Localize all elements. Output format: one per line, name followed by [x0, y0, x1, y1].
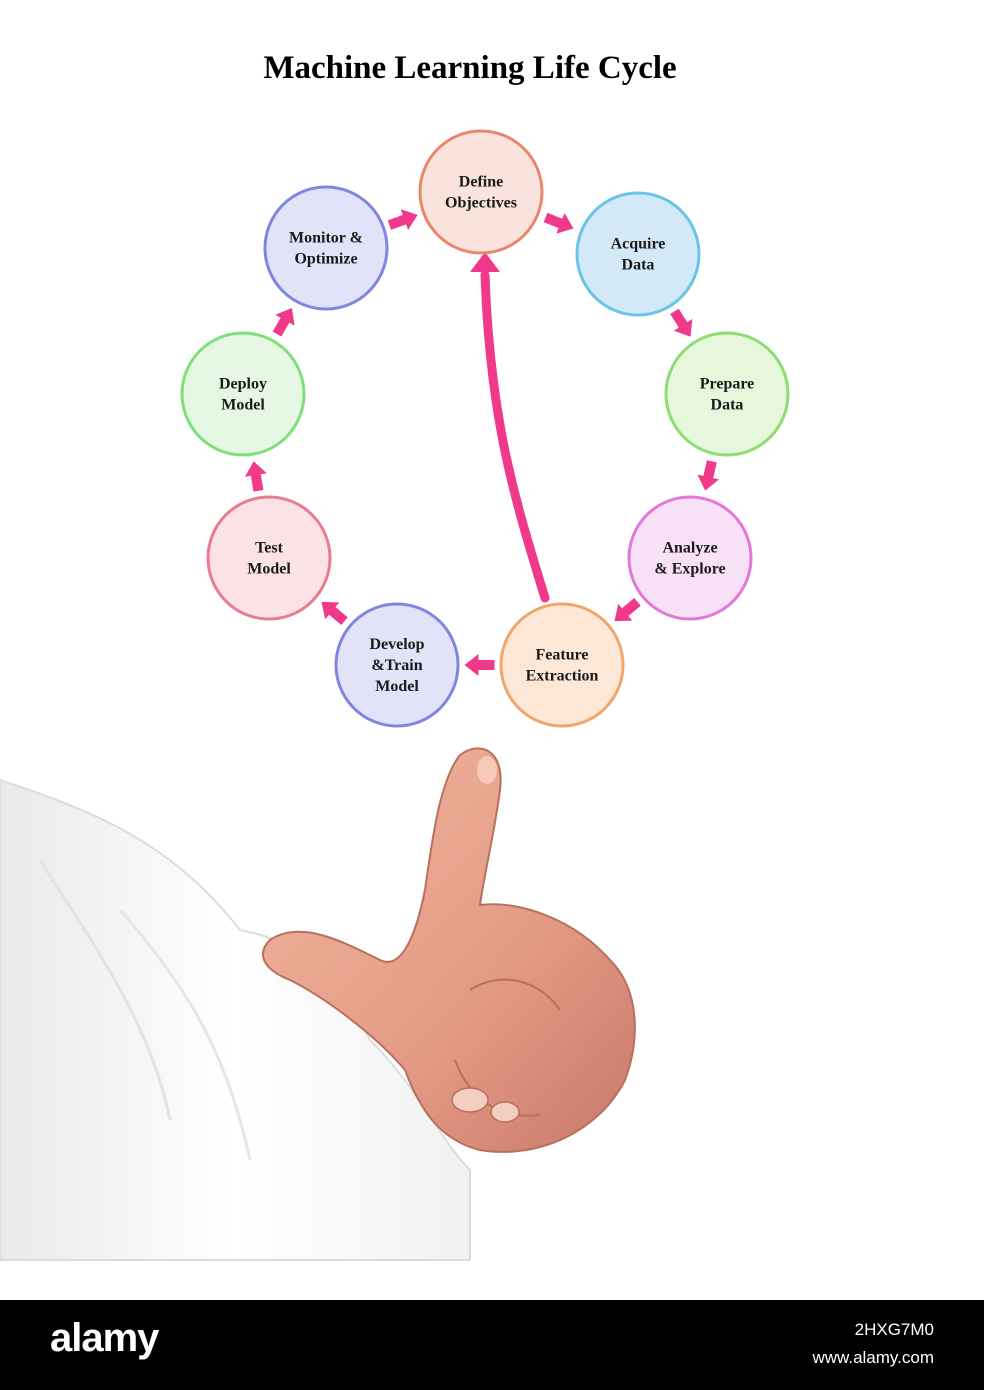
image-id: 2HXG7M0: [854, 1320, 934, 1339]
node-label: Test: [255, 540, 284, 557]
node-label: Model: [221, 397, 265, 414]
node-circle: [180, 331, 306, 457]
node-circle: [206, 495, 332, 621]
watermark-footer: alamy 2HXG7M0 www.alamy.com: [0, 1300, 984, 1390]
flow-arrow-2: [670, 308, 693, 337]
node-circle: [664, 331, 790, 457]
node-label: Analyze: [662, 540, 717, 557]
node-label: Feature: [535, 647, 588, 664]
nodes-layer: DefineObjectivesAcquireDataPrepareDataAn…: [180, 129, 790, 728]
life-cycle-diagram: DefineObjectivesAcquireDataPrepareDataAn…: [180, 129, 790, 728]
node-label: Develop: [369, 636, 424, 653]
flow-arrow-7: [245, 461, 267, 492]
site-url: www.alamy.com: [812, 1348, 934, 1367]
flow-arrow-3: [697, 460, 719, 491]
flow-arrow-5: [464, 654, 495, 676]
node-label: Optimize: [294, 251, 357, 268]
flow-arrow-9: [387, 209, 418, 230]
feedback-arrow: [480, 270, 550, 603]
node-circle: [418, 129, 544, 255]
node-label: Extraction: [526, 668, 599, 685]
node-label: Prepare: [700, 376, 755, 393]
feedback-arrow-head: [470, 252, 500, 272]
node-label: Model: [247, 561, 291, 578]
node-label: Data: [622, 257, 655, 274]
node-circle: [575, 191, 701, 317]
flow-arrow-4: [614, 598, 641, 622]
flow-arrow-6: [321, 601, 348, 625]
pointing-hand-image: [0, 747, 636, 1261]
node-circle: [499, 602, 625, 728]
node-label: Objectives: [445, 195, 517, 212]
node-monitor-optimize: Monitor & Optimize: [263, 185, 389, 311]
hand: [261, 747, 636, 1153]
node-label: &Train: [371, 657, 422, 674]
node-circle: [334, 602, 460, 728]
node-label: Monitor &: [289, 230, 363, 247]
arrows-layer: [245, 209, 719, 676]
node-label: Deploy: [219, 376, 267, 393]
node-label: & Explore: [654, 561, 725, 578]
node-label: Define: [459, 174, 503, 191]
node-label: Data: [711, 397, 744, 414]
node-analyze-explore: Analyze & Explore: [627, 495, 753, 621]
flow-arrow-1: [543, 212, 574, 234]
diagram-title: Machine Learning Life Cycle: [263, 50, 677, 86]
node-circle: [627, 495, 753, 621]
node-circle: [263, 185, 389, 311]
node-label: Model: [375, 678, 419, 695]
node-label: Acquire: [611, 236, 666, 253]
brand-logo: alamy: [50, 1316, 159, 1360]
flow-arrow-8: [272, 308, 295, 337]
